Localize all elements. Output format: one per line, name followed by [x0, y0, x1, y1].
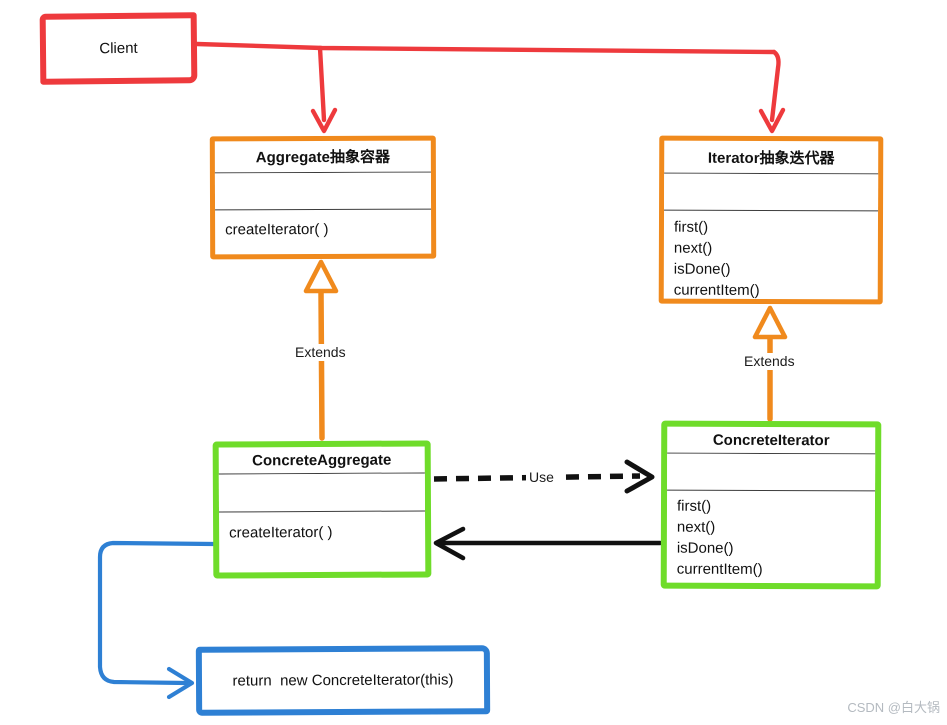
attributes-compartment: [667, 453, 876, 491]
return-note-box: return new ConcreteIterator(this): [195, 645, 491, 716]
attributes-compartment: [214, 172, 432, 210]
method-label: next(): [673, 239, 713, 257]
method-label: isDone(): [676, 539, 734, 557]
attributes-compartment: [664, 173, 879, 211]
csdn-watermark: CSDN @白大锅: [847, 700, 940, 715]
method-label: first(): [676, 497, 712, 515]
method-label: isDone(): [673, 260, 731, 278]
method-label: currentItem(): [673, 281, 760, 299]
return-note-label: return new ConcreteIterator(this): [232, 671, 454, 690]
client-box: Client: [39, 12, 198, 85]
client-association-arrows: [194, 41, 786, 134]
aggregate-class-box: Aggregate抽象容器 createIterator( ): [209, 135, 437, 260]
iterator-class-box: Iterator抽象迭代器 first() next() isDone() cu…: [658, 135, 884, 305]
attributes-compartment: [218, 473, 426, 512]
class-title: ConcreteIterator: [712, 431, 830, 449]
methods-compartment: first() next() isDone() currentItem(): [667, 491, 875, 581]
concrete-aggregate-class-box: ConcreteAggregate createIterator( ): [212, 440, 432, 579]
methods-compartment: createIterator( ): [219, 511, 425, 543]
method-label: first(): [673, 218, 709, 236]
concrete-iterator-class-box: ConcreteIterator first() next() isDone()…: [660, 420, 882, 590]
client-label: Client: [99, 39, 138, 58]
method-label: createIterator( ): [229, 523, 333, 542]
method-label: currentItem(): [676, 560, 763, 578]
class-title: Iterator抽象迭代器: [707, 149, 835, 167]
extends-label-right: Extends: [741, 353, 798, 370]
methods-compartment: first() next() isDone() currentItem(): [664, 211, 878, 302]
class-title: ConcreteAggregate: [252, 451, 392, 469]
class-title: Aggregate抽象容器: [255, 148, 390, 167]
extends-label-left: Extends: [292, 344, 349, 361]
iterator-to-aggregate-arrow: [433, 526, 663, 561]
method-label: createIterator( ): [225, 220, 329, 239]
method-label: next(): [676, 518, 716, 536]
use-label: Use: [526, 469, 557, 486]
methods-compartment: createIterator( ): [215, 210, 431, 241]
